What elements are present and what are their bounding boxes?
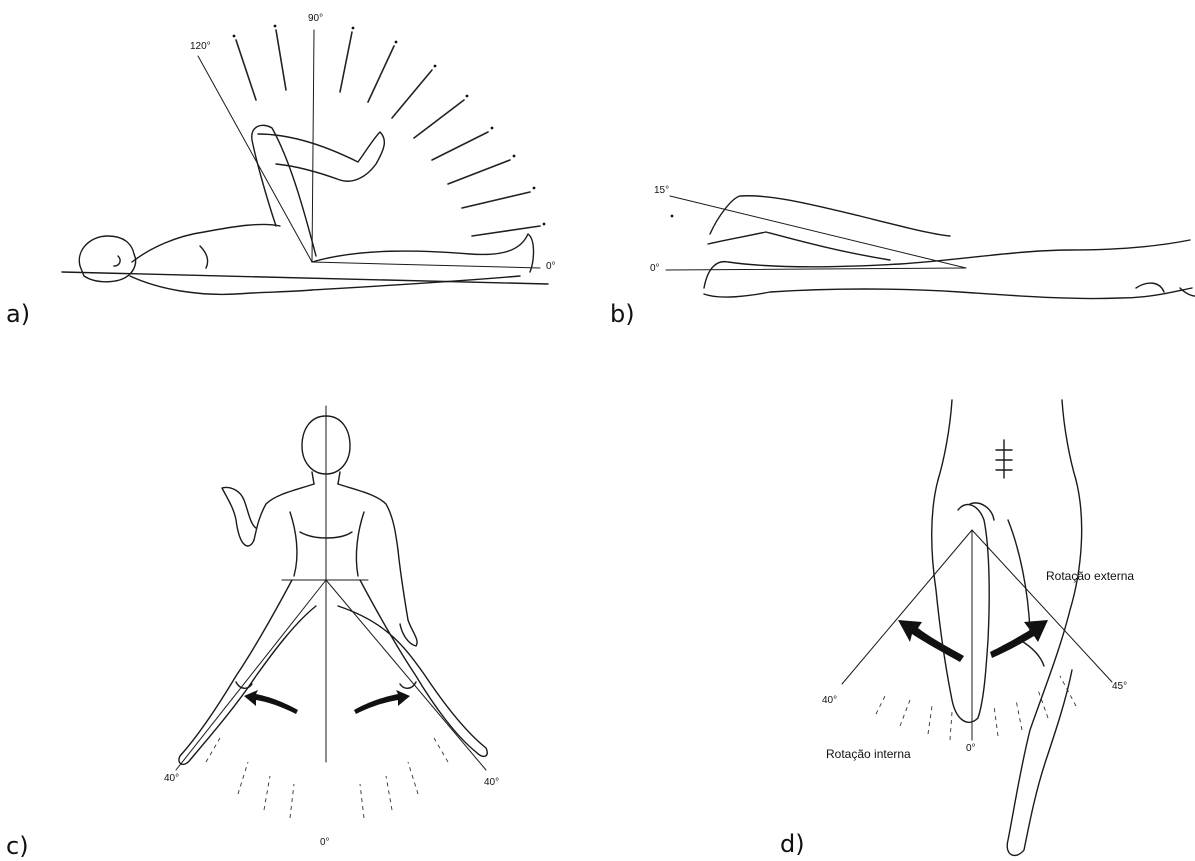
- angle-label-40-left: 40°: [164, 774, 179, 784]
- angle-label-90: 90°: [308, 14, 323, 24]
- angle-label-0: 0°: [966, 744, 976, 754]
- standing-figure: [179, 416, 487, 764]
- angle-label-0: 0°: [320, 838, 330, 848]
- panel-d-drawing: [600, 400, 1195, 861]
- panel-label-b: b): [610, 302, 635, 326]
- arc-marks: [206, 738, 448, 818]
- internal-rotation-line: [842, 530, 972, 684]
- internal-rotation-label: Rotação interna: [826, 748, 911, 760]
- panel-c-drawing: [0, 400, 600, 861]
- angle-label-0: 0°: [546, 262, 556, 272]
- rotation-arrows: [898, 620, 1048, 662]
- abduction-left-line: [176, 580, 326, 770]
- panel-label-d: d): [780, 832, 805, 856]
- vertical-90-line: [312, 30, 314, 262]
- angle-120-line: [198, 56, 312, 262]
- angle-label-45: 45°: [1112, 682, 1127, 692]
- panel-label-a: a): [6, 302, 30, 326]
- external-rotation-label: Rotação externa: [1046, 570, 1134, 582]
- external-rotation-line: [972, 530, 1112, 682]
- rotation-figure: [932, 400, 1082, 855]
- angle-label-40-right: 40°: [484, 778, 499, 788]
- abduction-arrows: [244, 690, 410, 714]
- supine-figure: [79, 125, 533, 294]
- panel-b-drawing: [600, 170, 1195, 340]
- angle-label-15: 15°: [654, 186, 669, 196]
- panel-a: 90° 120° 0° a): [0, 0, 600, 330]
- angle-label-120: 120°: [190, 42, 211, 52]
- zero-reference-line: [312, 262, 540, 268]
- angle-label-40: 40°: [822, 696, 837, 706]
- raised-leg: [708, 196, 950, 260]
- panel-c: 40° 40° 0° c): [0, 400, 600, 861]
- panel-d: Rotação externa Rotação interna 40° 45° …: [600, 400, 1195, 861]
- angle-label-0: 0°: [650, 264, 660, 274]
- panel-label-c: c): [6, 834, 29, 858]
- panel-a-drawing: [0, 0, 600, 330]
- panel-b: 15° 0° b): [600, 170, 1195, 340]
